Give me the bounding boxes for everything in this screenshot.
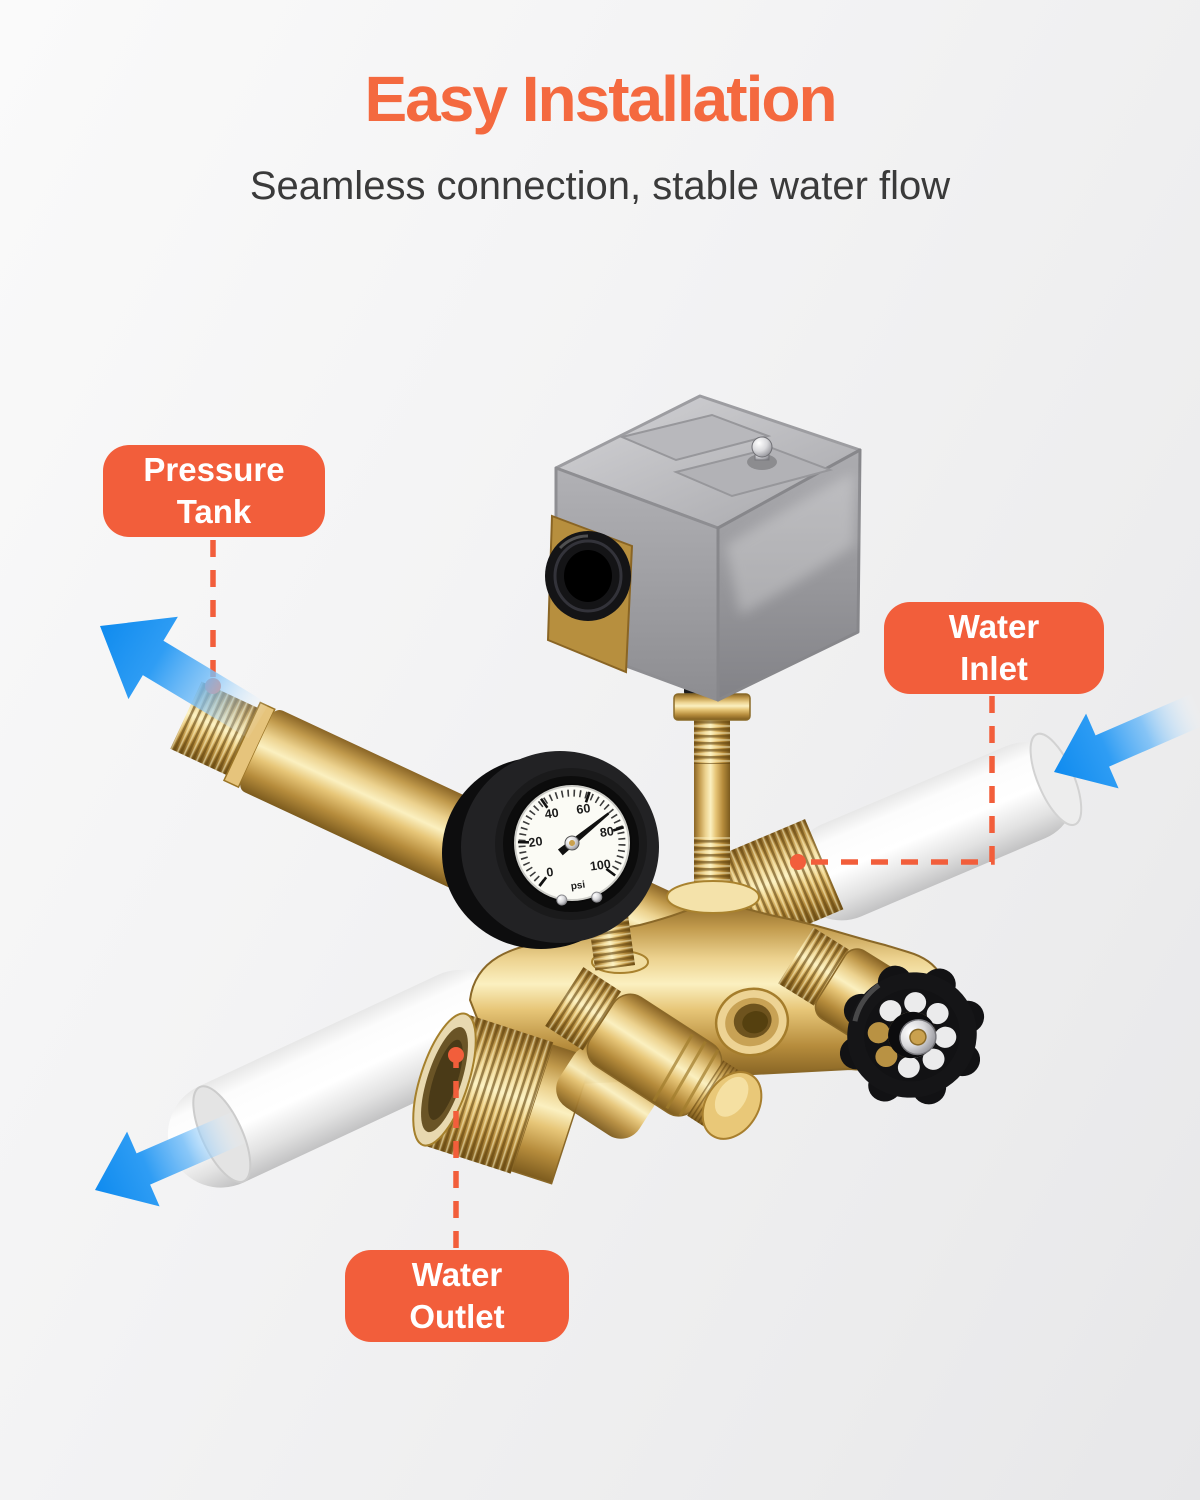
page-title: Easy Installation [364,63,837,135]
gauge-screws [556,891,603,906]
water-inlet-leader [805,696,995,865]
gauge-number-80: 80 [599,824,615,840]
pressure-switch [545,394,862,702]
callout-water-inlet-line1: Water [948,608,1040,646]
gauge-number-0: 0 [545,865,554,880]
outlet-flow-arrow [95,1111,246,1207]
callout-water-inlet-line2: Inlet [960,650,1028,687]
flow-arrows [95,616,1200,1207]
gauge-dial: 0 20 40 60 80 100 psi [517,789,626,906]
inlet-flow-arrow [1054,693,1200,789]
callout-pressure-tank-line2: Tank [176,493,252,530]
switch-top-label-plate [618,413,772,462]
nipple-boss [666,880,760,914]
gauge-number-100: 100 [589,857,612,874]
page-subtitle: Seamless connection, stable water flow [249,164,951,208]
handwheel-openings [867,992,957,1078]
conduit-grommet [545,531,631,621]
callout-leader-lines [210,540,995,1248]
callout-water-inlet: Water Inlet [884,602,1104,694]
gauge-number-60: 60 [576,801,592,817]
gauge-number-20: 20 [528,834,544,850]
switch-adjust-screw [747,436,777,470]
spare-port [714,987,790,1057]
callout-pressure-tank-line1: Pressure [143,451,285,489]
water-outlet-dot [448,1047,464,1063]
pressure-gauge: 0 20 40 60 80 100 psi [442,751,659,949]
tank-flow-arrow [100,616,269,739]
gauge-unit: psi [570,880,586,893]
check-valve [545,967,763,1140]
water-inlet-dot [790,854,806,870]
gauge-number-40: 40 [544,806,560,822]
callout-water-outlet: Water Outlet [345,1250,569,1342]
callout-water-outlet-line2: Outlet [409,1298,505,1335]
valve-handwheel [839,965,985,1105]
callout-water-outlet-line1: Water [411,1256,503,1294]
callout-pressure-tank: Pressure Tank [103,445,325,537]
